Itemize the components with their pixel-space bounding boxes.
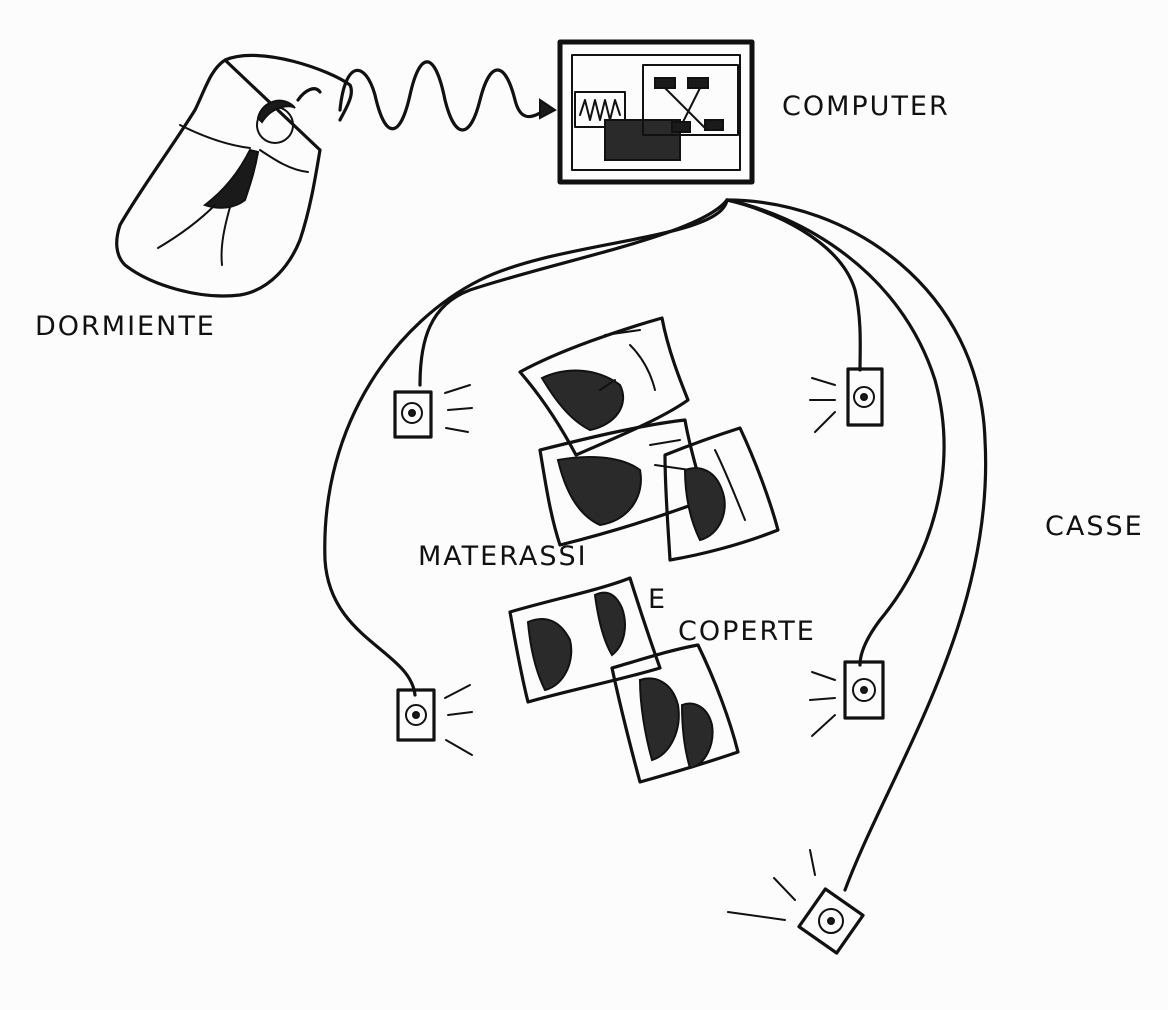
speaker-bottom xyxy=(727,849,865,955)
mattress-3 xyxy=(663,426,780,562)
waveform-window xyxy=(574,91,626,128)
sleeper-arms xyxy=(179,124,309,173)
speaker-top-right xyxy=(809,367,884,433)
spectrogram-window xyxy=(604,119,681,161)
speaker-bottom-left xyxy=(396,684,473,756)
patch-window xyxy=(642,64,739,136)
speaker-cables xyxy=(323,198,988,892)
sleeper-dress xyxy=(202,148,260,209)
sleeper-figure xyxy=(115,53,353,298)
signal-wire xyxy=(338,60,547,132)
headset-wire xyxy=(296,87,322,102)
blankets-label: COPERTE xyxy=(678,616,816,647)
signal-arrow-icon xyxy=(539,98,557,120)
computer-label: COMPUTER xyxy=(782,91,950,122)
computer xyxy=(557,39,755,185)
and-label: E xyxy=(648,584,667,615)
sleeper-legs xyxy=(157,204,231,266)
blanket-2 xyxy=(610,643,740,784)
sleeper-hair xyxy=(256,99,296,124)
speaker-top-left xyxy=(393,384,473,439)
bed-outline xyxy=(115,53,353,298)
mattresses-and-blankets xyxy=(508,316,780,784)
mattresses-label: MATERASSI xyxy=(418,541,588,572)
speaker-bottom-right xyxy=(809,660,885,737)
blanket-1 xyxy=(508,576,662,704)
sleeper-label: DORMIENTE xyxy=(35,311,216,342)
speakers-label: CASSE xyxy=(1045,511,1144,542)
